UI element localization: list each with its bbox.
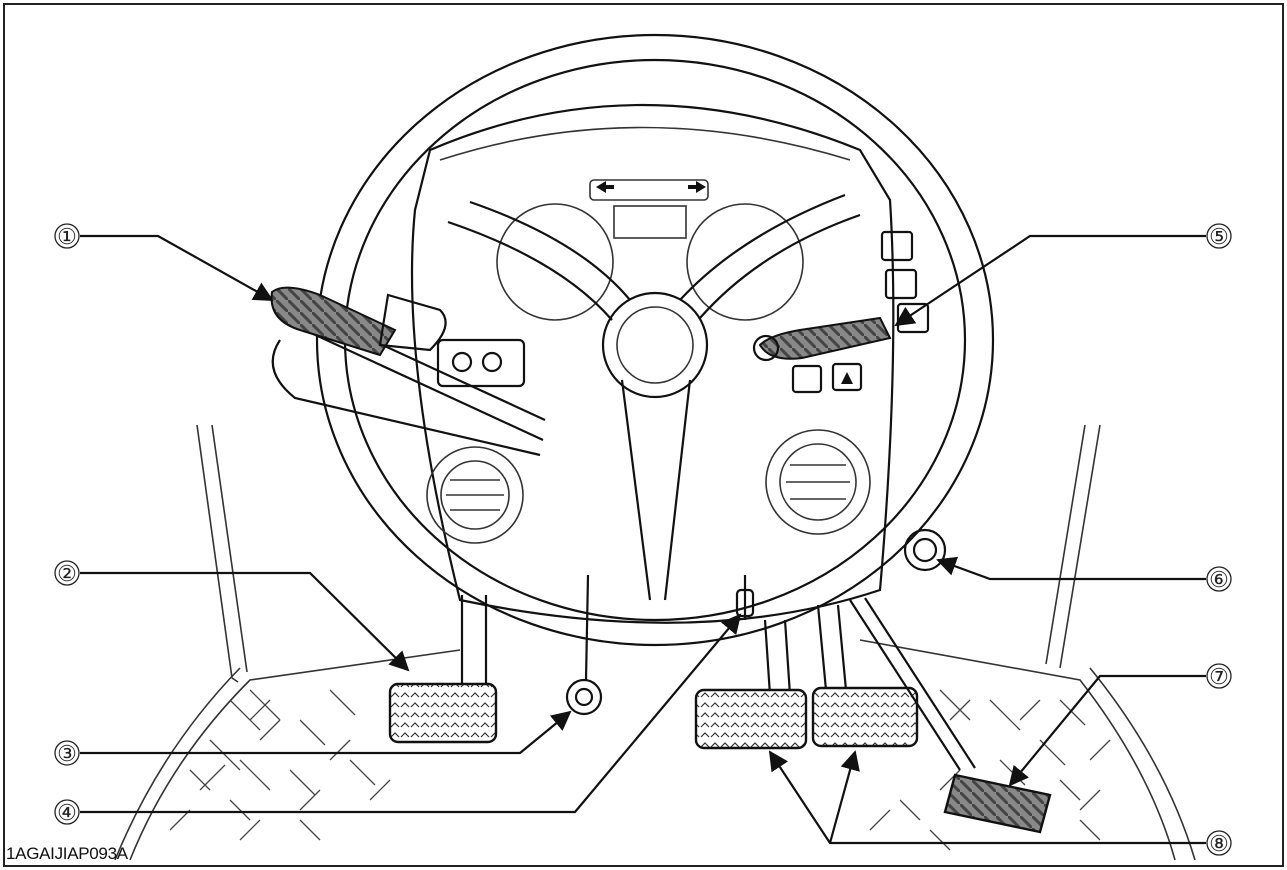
callout-label: ⑥ [1209, 567, 1229, 592]
switch-panel [791, 230, 930, 394]
right-brake-pedal [811, 686, 919, 748]
leader-2 [80, 571, 410, 672]
left-gauge [496, 203, 614, 321]
callout-2: ② [54, 560, 80, 586]
leader-lines [80, 234, 1206, 845]
right-arrow-icon [688, 181, 706, 193]
left-air-vent [426, 446, 524, 544]
callout-label: ① [57, 224, 77, 249]
right-gauge [686, 203, 804, 321]
figure-border [3, 3, 1284, 867]
callout-4: ④ [54, 799, 80, 825]
callout-3: ③ [54, 740, 80, 766]
floor-mat [114, 639, 1196, 861]
callout-6: ⑥ [1206, 566, 1232, 592]
hazard-icon [841, 372, 853, 384]
right-air-vent [765, 429, 871, 535]
callout-label: ② [57, 561, 77, 586]
brake-pedals [694, 604, 919, 750]
cab-left-pillar [196, 424, 248, 683]
pull-knob [565, 574, 603, 716]
callout-1: ① [54, 223, 80, 249]
leader-3 [80, 710, 572, 755]
callout-label: ⑦ [1209, 664, 1229, 689]
leader-7 [1008, 674, 1206, 787]
callout-label: ⑧ [1209, 831, 1229, 856]
leader-5 [894, 234, 1206, 327]
left-brake-pedal [694, 688, 808, 750]
combination-switch [752, 316, 892, 362]
leader-6 [936, 556, 1206, 581]
callout-7: ⑦ [1206, 663, 1232, 689]
leader-8b [828, 750, 860, 844]
callout-label: ⑤ [1209, 224, 1229, 249]
leader-1 [80, 234, 274, 301]
shuttle-lever [270, 286, 546, 457]
figure-code: 1AGAIJIAP093A [6, 844, 128, 863]
floor-hatch-left [169, 689, 391, 841]
dashboard-console [410, 103, 895, 624]
callout-8: ⑧ [1206, 830, 1232, 856]
cab-right-pillar [1045, 424, 1101, 669]
callout-label: ④ [57, 800, 77, 825]
clutch-pedal [388, 595, 498, 744]
key-switch [903, 528, 947, 572]
leader-4 [80, 613, 742, 814]
accelerator-pedal [849, 597, 1052, 834]
steering-wheel [315, 33, 995, 647]
callout-5: ⑤ [1206, 223, 1232, 249]
callout-label: ③ [57, 741, 77, 766]
left-arrow-icon [596, 181, 614, 193]
turn-signal-indicators [596, 181, 706, 193]
tilt-lever [735, 575, 755, 620]
